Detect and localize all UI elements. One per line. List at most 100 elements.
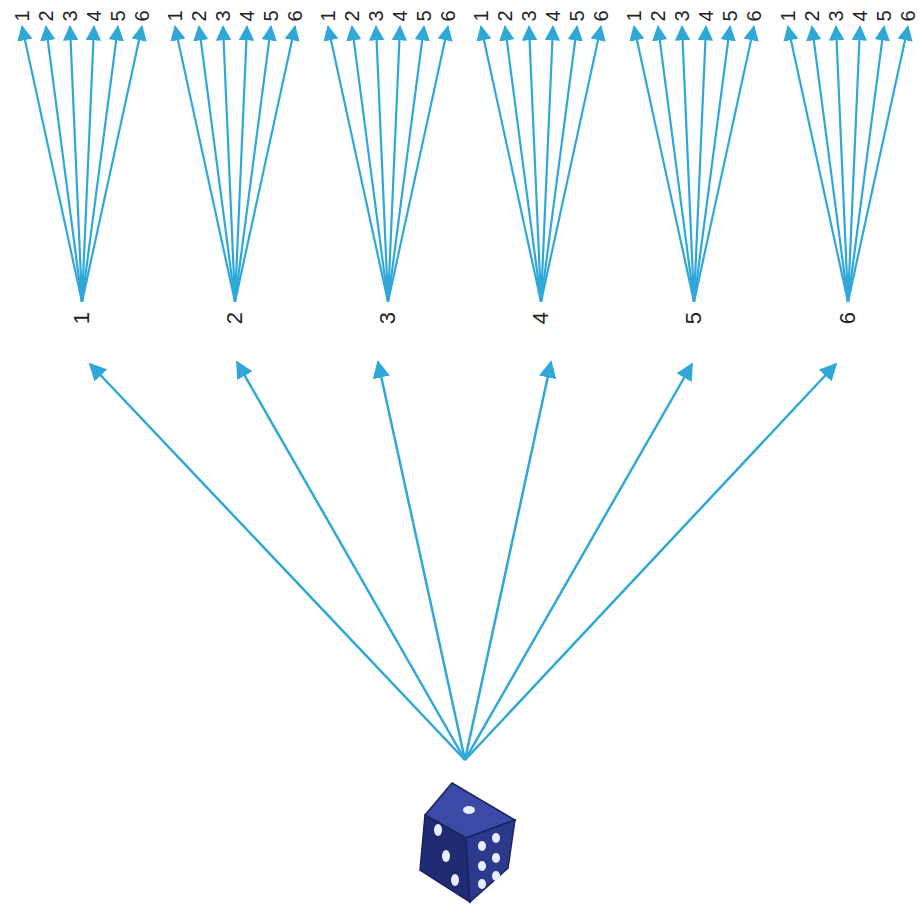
outcome-label: 5 bbox=[261, 10, 281, 21]
first-roll-number: 3 bbox=[375, 310, 401, 326]
die-cube bbox=[420, 783, 515, 902]
outcome-label: 5 bbox=[720, 10, 740, 21]
second-roll-number: 2 bbox=[800, 8, 824, 23]
second-roll-number: 1 bbox=[316, 8, 340, 23]
outcome-arrow bbox=[634, 27, 694, 302]
outcome-label: 2 bbox=[648, 10, 668, 21]
outcome-label: 1 bbox=[624, 10, 644, 21]
second-roll-number: 6 bbox=[283, 8, 307, 23]
outcome-arrow bbox=[328, 27, 388, 302]
outcome-arrow bbox=[223, 27, 235, 302]
second-roll-number: 4 bbox=[541, 8, 565, 23]
second-roll-number: 6 bbox=[589, 8, 613, 23]
second-roll-number: 1 bbox=[469, 8, 493, 23]
outcome-arrow bbox=[836, 27, 848, 302]
outcome-arrow bbox=[352, 27, 388, 302]
outcome-arrow bbox=[541, 27, 601, 302]
first-roll-number: 2 bbox=[222, 310, 248, 326]
outcome-label: 2 bbox=[802, 10, 822, 21]
outcome-label: 4 bbox=[530, 312, 552, 324]
second-roll-number: 4 bbox=[694, 8, 718, 23]
second-roll-number: 5 bbox=[565, 8, 589, 23]
outcome-label: 6 bbox=[591, 10, 611, 21]
outcome-label: 3 bbox=[213, 10, 233, 21]
outcome-label: 1 bbox=[71, 312, 93, 324]
outcome-label: 1 bbox=[778, 10, 798, 21]
outcome-arrow bbox=[22, 27, 82, 302]
outcome-label: 5 bbox=[683, 312, 705, 324]
second-roll-number: 3 bbox=[670, 8, 694, 23]
outcome-label: 4 bbox=[390, 10, 410, 21]
second-roll-number: 6 bbox=[742, 8, 766, 23]
outcome-label: 4 bbox=[543, 10, 563, 21]
die-arrows bbox=[90, 362, 836, 760]
second-roll-number: 4 bbox=[388, 8, 412, 23]
outcome-label: 6 bbox=[837, 312, 859, 324]
outcome-label: 2 bbox=[36, 10, 56, 21]
second-roll-number: 2 bbox=[340, 8, 364, 23]
outcome-arrow bbox=[812, 27, 848, 302]
outcome-label: 1 bbox=[165, 10, 185, 21]
second-roll-number: 5 bbox=[106, 8, 130, 23]
outcome-label: 4 bbox=[850, 10, 870, 21]
outcome-arrow bbox=[199, 27, 235, 302]
outcome-arrow bbox=[529, 27, 541, 302]
outcome-label: 1 bbox=[12, 10, 32, 21]
second-roll-number: 1 bbox=[776, 8, 800, 23]
second-roll-number: 3 bbox=[824, 8, 848, 23]
outcome-label: 2 bbox=[342, 10, 362, 21]
outcome-label: 1 bbox=[318, 10, 338, 21]
outcome-arrow bbox=[46, 27, 82, 302]
outcome-arrow bbox=[376, 27, 388, 302]
outcome-arrow bbox=[235, 27, 295, 302]
outcome-label: 5 bbox=[108, 10, 128, 21]
outcome-arrow bbox=[694, 27, 754, 302]
outcome-label: 5 bbox=[414, 10, 434, 21]
outcome-label: 3 bbox=[60, 10, 80, 21]
second-roll-number: 2 bbox=[187, 8, 211, 23]
first-roll-number: 5 bbox=[681, 310, 707, 326]
first-roll-number: 4 bbox=[528, 310, 554, 326]
outcome-label: 6 bbox=[285, 10, 305, 21]
outcome-label: 2 bbox=[189, 10, 209, 21]
outcome-label: 2 bbox=[224, 312, 246, 324]
outcome-label: 1 bbox=[471, 10, 491, 21]
outcome-label: 5 bbox=[567, 10, 587, 21]
outcome-label: 4 bbox=[84, 10, 104, 21]
second-roll-number: 1 bbox=[10, 8, 34, 23]
second-roll-number: 3 bbox=[211, 8, 235, 23]
second-roll-number: 3 bbox=[364, 8, 388, 23]
outcome-label: 3 bbox=[826, 10, 846, 21]
outcome-label: 2 bbox=[495, 10, 515, 21]
second-roll-number: 1 bbox=[622, 8, 646, 23]
outcome-label: 5 bbox=[874, 10, 894, 21]
outcome-arrow bbox=[505, 27, 541, 302]
first-roll-number: 1 bbox=[69, 310, 95, 326]
outcome-arrow bbox=[848, 27, 908, 302]
outcome-label: 3 bbox=[366, 10, 386, 21]
outcome-label: 6 bbox=[132, 10, 152, 21]
second-roll-number: 1 bbox=[163, 8, 187, 23]
outcome-label: 3 bbox=[672, 10, 692, 21]
outcome-arrow bbox=[82, 27, 142, 302]
outcome-label: 4 bbox=[237, 10, 257, 21]
second-roll-number: 5 bbox=[872, 8, 896, 23]
outcome-arrow bbox=[70, 27, 82, 302]
outcome-arrow bbox=[788, 27, 848, 302]
outcome-label: 6 bbox=[438, 10, 458, 21]
second-roll-number: 5 bbox=[718, 8, 742, 23]
outcome-arrow bbox=[658, 27, 694, 302]
second-roll-number: 4 bbox=[235, 8, 259, 23]
outcome-arrow bbox=[682, 27, 694, 302]
outcome-label: 6 bbox=[898, 10, 918, 21]
second-roll-number: 5 bbox=[412, 8, 436, 23]
outcome-label: 4 bbox=[696, 10, 716, 21]
second-roll-number: 6 bbox=[130, 8, 154, 23]
second-roll-number: 2 bbox=[646, 8, 670, 23]
outcome-label: 3 bbox=[377, 312, 399, 324]
second-roll-number: 4 bbox=[848, 8, 872, 23]
second-roll-number: 5 bbox=[259, 8, 283, 23]
first-roll-number: 6 bbox=[835, 310, 861, 326]
